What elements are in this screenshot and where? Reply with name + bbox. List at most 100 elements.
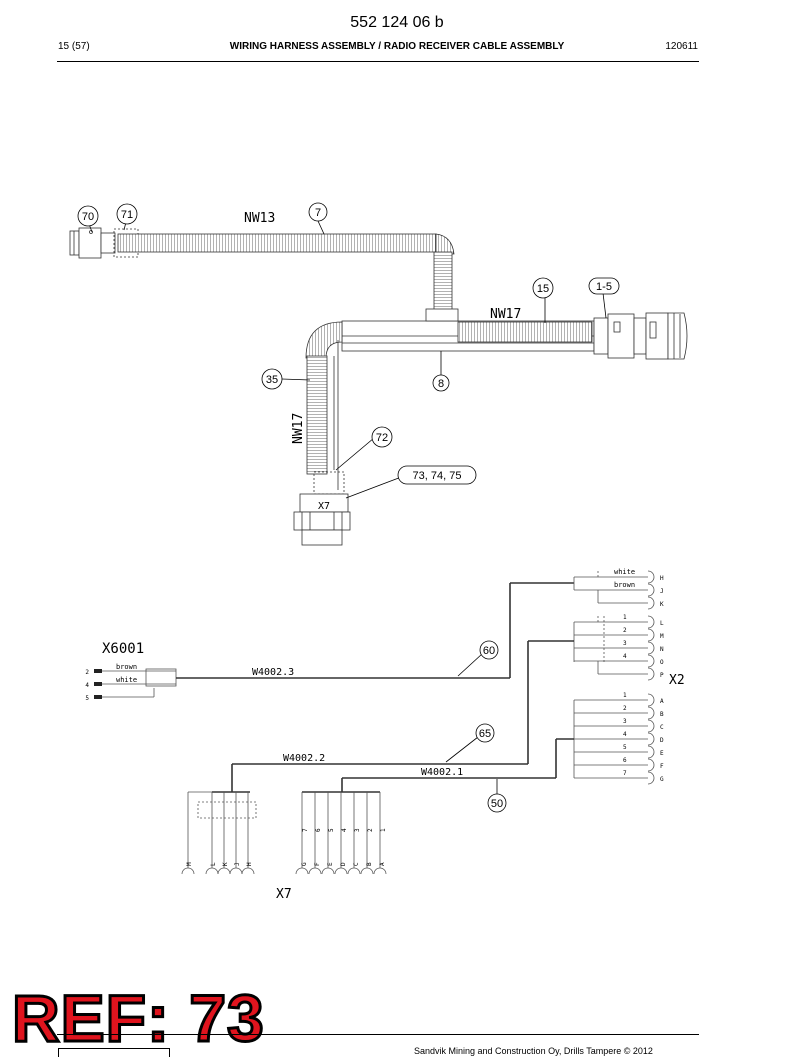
label-x6001: X6001 <box>102 641 144 657</box>
callout-71-text: 71 <box>121 209 133 221</box>
callout-8-text: 8 <box>438 378 444 390</box>
footer-company: Sandvik Mining and Construction Oy, Dril… <box>414 1046 653 1056</box>
callout-15 <box>532 277 554 299</box>
label-nw17-top: NW17 <box>490 307 521 322</box>
conduit-nw13-vertical <box>433 251 453 311</box>
x2-pin-k: K <box>660 601 664 608</box>
x2-pin-p: P <box>660 672 664 679</box>
x7-num-7: 7 <box>302 828 309 832</box>
x2-pin-l: L <box>660 620 664 627</box>
callout-65 <box>475 723 495 743</box>
conduit-nw17-right <box>457 321 593 343</box>
x2-low-num-6: 6 <box>623 757 627 764</box>
x7-pin-e: E <box>327 862 334 866</box>
x2-pin-h: H <box>660 575 664 582</box>
x6001-pin-2: 2 <box>85 669 89 676</box>
x2-mid-num-1: 1 <box>623 614 627 621</box>
x7-num-5: 5 <box>328 828 335 832</box>
label-x7-connector: X7 <box>318 501 330 512</box>
x2-pin-c: C <box>660 724 664 731</box>
callout-70 <box>77 205 99 227</box>
callout-35-text: 35 <box>266 374 278 386</box>
label-w4002-3: W4002.3 <box>252 667 294 678</box>
x2-pin-e: E <box>660 750 664 757</box>
callout-71 <box>116 203 138 225</box>
callout-1-5 <box>588 277 620 295</box>
callout-7 <box>308 202 328 222</box>
x6001-pin-4: 4 <box>85 682 89 689</box>
x7-num-1: 1 <box>380 828 387 832</box>
x2-low-num-4: 4 <box>623 731 627 738</box>
x7-num-4: 4 <box>341 828 348 832</box>
x7-pin-h: H <box>246 862 253 866</box>
callout-73-74-75 <box>397 465 477 485</box>
callout-7-text: 7 <box>315 207 321 219</box>
x7-pin-k: K <box>222 862 229 866</box>
x2-low-num-2: 2 <box>623 705 627 712</box>
x2-low-num-3: 3 <box>623 718 627 725</box>
x7-num-6: 6 <box>315 828 322 832</box>
x7-pin-a: A <box>379 862 386 866</box>
callout-60-text: 60 <box>483 645 495 657</box>
callout-50 <box>487 793 507 813</box>
x7-pin-b: B <box>366 862 373 866</box>
x2-pin-d: D <box>660 737 664 744</box>
callout-70-text: 70 <box>82 211 94 223</box>
connector-70 <box>69 227 116 259</box>
x2-low-num-7: 7 <box>623 770 627 777</box>
x2-pin-f: F <box>660 763 664 770</box>
label-x2: X2 <box>669 673 685 688</box>
harness-assembly <box>69 227 688 546</box>
callout-65-text: 65 <box>479 728 491 740</box>
footer-divider <box>57 1034 699 1035</box>
label-x7-schematic: X7 <box>276 887 292 902</box>
conduit-bend-2 <box>305 321 343 359</box>
x2-pin-n: N <box>660 646 664 653</box>
callout-15-text: 15 <box>537 283 549 295</box>
callout-73-74-75-text: 73, 74, 75 <box>413 470 462 482</box>
x2-pin-g: G <box>660 776 664 783</box>
x2-pin-j: J <box>660 588 664 595</box>
x6001-white-label: white <box>116 676 137 684</box>
document-date: 120611 <box>665 41 698 52</box>
label-nw13: NW13 <box>244 211 275 226</box>
callout-72-text: 72 <box>376 432 388 444</box>
ref-label: REF: 73 <box>11 981 266 1055</box>
label-nw17-side: NW17 <box>291 413 306 444</box>
x7-pin-f: F <box>314 862 321 866</box>
callout-50-text: 50 <box>491 798 503 810</box>
x7-pin-l: L <box>210 862 217 866</box>
label-w4002-2: W4002.2 <box>283 753 325 764</box>
x6001-brown-label: brown <box>116 663 137 671</box>
x2-pin-o: O <box>660 659 664 666</box>
x7-num-3: 3 <box>354 828 361 832</box>
x2-pin-b: B <box>660 711 664 718</box>
x2-brown-label: brown <box>614 581 635 589</box>
conduit-bend-1 <box>435 233 455 255</box>
x7-pin-m: M <box>186 862 193 866</box>
x7-pin-j: J <box>234 862 241 866</box>
x2-mid-num-4: 4 <box>623 653 627 660</box>
x7-num-2: 2 <box>367 828 374 832</box>
x2-mid-num-2: 2 <box>623 627 627 634</box>
x2-pin-a: A <box>660 698 664 705</box>
header-divider <box>57 61 699 62</box>
x7-pin-d: D <box>340 862 347 866</box>
conduit-nw17-vertical <box>306 355 328 475</box>
x2-low-num-5: 5 <box>623 744 627 751</box>
x7-pin-c: C <box>353 862 360 866</box>
label-w4002-1: W4002.1 <box>421 767 463 778</box>
callout-1-5-text: 1-5 <box>596 281 612 293</box>
document-number: 552 124 06 b <box>350 14 444 31</box>
page-number: 15 (57) <box>58 41 90 52</box>
connector-x7 <box>293 493 351 546</box>
connector-1-5 <box>593 312 688 360</box>
callout-72 <box>371 426 393 448</box>
x2-pin-m: M <box>660 633 664 640</box>
x7-pin-g: G <box>301 862 308 866</box>
x2-white-label: white <box>614 568 635 576</box>
callout-35 <box>261 368 283 390</box>
conduit-nw13 <box>117 233 437 253</box>
x6001-pin-5: 5 <box>85 695 89 702</box>
